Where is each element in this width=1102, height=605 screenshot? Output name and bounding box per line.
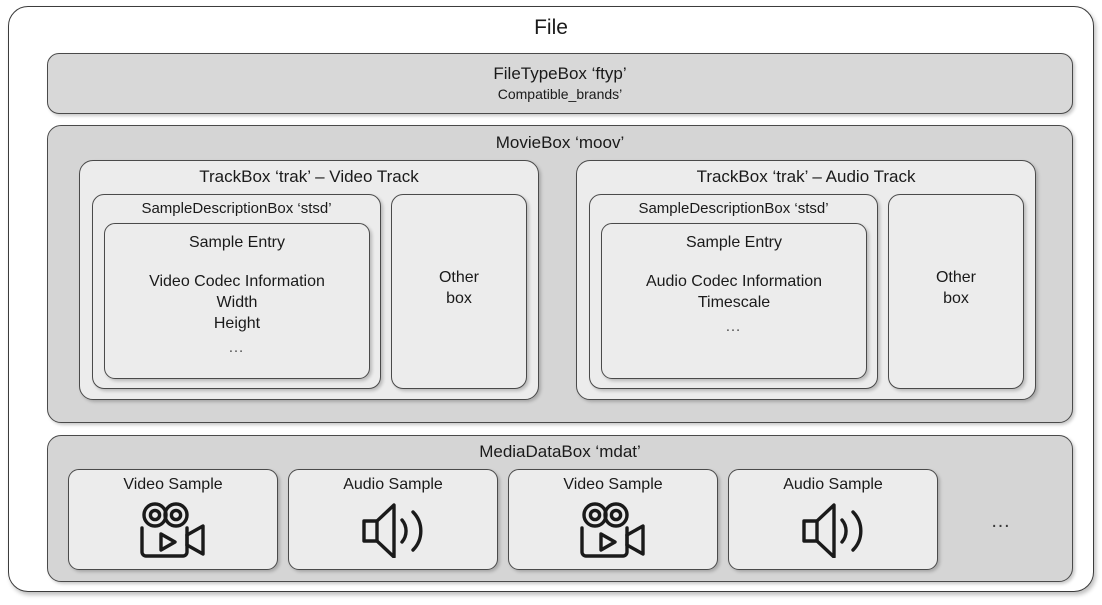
other-box-video-text: Other box	[392, 267, 526, 309]
sample-entry-video-ellipsis: …	[228, 339, 246, 356]
ftyp-text-block: FileTypeBox ‘ftyp’ Compatible_brands’	[48, 63, 1072, 104]
other-box-audio: Other box	[888, 194, 1024, 389]
file-title: File	[534, 16, 568, 39]
trackbox-video-track: TrackBox ‘trak’ – Video Track SampleDesc…	[79, 160, 539, 400]
other-box-video: Other box	[391, 194, 527, 389]
sample-entry-audio-title: Sample Entry	[685, 234, 783, 251]
filetypebox-ftyp: FileTypeBox ‘ftyp’ Compatible_brands’	[47, 53, 1073, 114]
media-sample-0-label: Video Sample	[123, 476, 223, 493]
sample-entry-audio: Sample Entry Audio Codec Information Tim…	[601, 223, 867, 379]
speaker-icon	[289, 499, 497, 561]
moviebox-moov: MovieBox ‘moov’ TrackBox ‘trak’ – Video …	[47, 125, 1073, 423]
sample-entry-video-field-1: Width	[216, 294, 258, 311]
media-sample-0: Video Sample	[68, 469, 278, 570]
mediadatabox-mdat: MediaDataBox ‘mdat’ Video Sample	[47, 435, 1073, 582]
sample-entry-audio-ellipsis: …	[725, 318, 743, 335]
other-box-video-line1: Other	[438, 269, 479, 286]
media-sample-2-label: Video Sample	[563, 476, 663, 493]
sample-entry-video-field-0: Video Codec Information	[149, 273, 325, 290]
other-box-audio-line1: Other	[935, 269, 976, 286]
sample-entry-audio-fields: Audio Codec Information Timescale …	[602, 271, 866, 337]
video-camera-icon	[509, 499, 717, 561]
trackbox-audio-track: TrackBox ‘trak’ – Audio Track SampleDesc…	[576, 160, 1036, 400]
media-sample-3-label: Audio Sample	[783, 476, 883, 493]
sample-entry-audio-field-0: Audio Codec Information	[645, 273, 823, 290]
mdat-ellipsis: …	[990, 510, 1016, 532]
stsd-video-title: SampleDescriptionBox ‘stsd’	[141, 200, 332, 217]
media-sample-3: Audio Sample	[728, 469, 938, 570]
moov-title: MovieBox ‘moov’	[495, 133, 625, 152]
other-box-audio-line2: box	[943, 290, 969, 307]
media-sample-1: Audio Sample	[288, 469, 498, 570]
other-box-video-line2: box	[446, 290, 472, 307]
speaker-icon	[729, 499, 937, 561]
mdat-title: MediaDataBox ‘mdat’	[479, 442, 641, 461]
sampledescriptionbox-stsd-video: SampleDescriptionBox ‘stsd’ Sample Entry…	[92, 194, 381, 389]
sample-entry-audio-field-1: Timescale	[697, 294, 771, 311]
sample-entry-video-fields: Video Codec Information Width Height …	[105, 271, 369, 358]
sample-entry-video-title: Sample Entry	[188, 234, 286, 251]
sample-entry-video-field-2: Height	[213, 315, 261, 332]
video-camera-icon	[69, 499, 277, 561]
sample-entry-video: Sample Entry Video Codec Information Wid…	[104, 223, 370, 379]
media-sample-2: Video Sample	[508, 469, 718, 570]
trackbox-audio-title: TrackBox ‘trak’ – Audio Track	[696, 167, 916, 186]
stsd-audio-title: SampleDescriptionBox ‘stsd’	[638, 200, 829, 217]
file-container: File FileTypeBox ‘ftyp’ Compatible_brand…	[8, 6, 1094, 592]
other-box-audio-text: Other box	[889, 267, 1023, 309]
ftyp-title: FileTypeBox ‘ftyp’	[493, 64, 627, 83]
sampledescriptionbox-stsd-audio: SampleDescriptionBox ‘stsd’ Sample Entry…	[589, 194, 878, 389]
media-sample-1-label: Audio Sample	[343, 476, 443, 493]
trackbox-video-title: TrackBox ‘trak’ – Video Track	[199, 167, 419, 186]
ftyp-compatible-brands: Compatible_brands’	[497, 86, 623, 102]
